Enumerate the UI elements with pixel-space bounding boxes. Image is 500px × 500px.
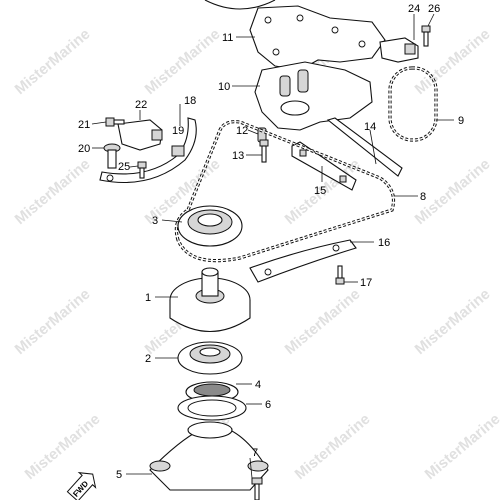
housing-flange: [149, 460, 171, 472]
callout-labels: 1 2 3 4 5 6 7 8 9 10 11 12 13 14 15 16 1…: [78, 3, 464, 481]
tensioner-block-24-tab: [404, 43, 416, 55]
drive-gear-1-teeth-face: [169, 300, 251, 333]
callout-20: 20: [78, 143, 90, 155]
fwd-arrow-icon: FWD: [66, 472, 97, 500]
callout-26: 26: [428, 3, 440, 15]
pump-boss: [297, 69, 309, 93]
chain-tensioner-22: [117, 119, 163, 151]
leader-14: [369, 129, 377, 165]
bolt-17-shank: [337, 265, 343, 279]
leader-7: [249, 457, 253, 479]
leader-26: [427, 13, 435, 27]
seal-4-lip: [193, 383, 231, 397]
callout-1: 1: [145, 292, 151, 304]
bolt-26-head: [421, 25, 431, 33]
callout-14: 14: [364, 121, 376, 133]
callout-17: 17: [360, 277, 372, 289]
guide-16-hole: [264, 268, 272, 276]
gasket-hole: [296, 14, 304, 22]
gasket-ring-6-inner: [187, 399, 237, 417]
tensioner-shoe-18: [99, 117, 197, 183]
timing-chain-8-link-highlight: [175, 121, 395, 262]
watermark-text: MisterMarine: [12, 26, 94, 99]
leader-12: [247, 129, 259, 135]
top-gear-partial: [204, 0, 276, 10]
gasket-hole: [331, 26, 339, 34]
bolt-13-head: [259, 139, 269, 147]
chain-guide-16: [249, 239, 357, 283]
gasket-plate-11: [249, 5, 386, 71]
leader-lines: [91, 13, 454, 479]
bolt-25-head: [137, 161, 147, 169]
bolt-7-shank: [254, 483, 260, 500]
bolt-25-shank: [139, 167, 145, 179]
callout-8: 8: [420, 191, 426, 203]
drive-gear-1-shaft-top: [201, 267, 219, 277]
guide-15-clip: [299, 149, 307, 157]
callout-13: 13: [232, 150, 244, 162]
callout-25: 25: [118, 161, 130, 173]
callout-11: 11: [222, 32, 233, 44]
bolt-21-shank: [113, 119, 125, 125]
bolt-7-head: [251, 477, 263, 485]
callout-16: 16: [378, 237, 390, 249]
housing-flange: [247, 460, 269, 472]
bolt-26-shank: [423, 31, 429, 47]
callout-19: 19: [172, 125, 184, 137]
callout-6: 6: [265, 399, 271, 411]
watermark-text: MisterMarine: [292, 411, 374, 484]
oil-pump-housing-10: [254, 61, 373, 131]
callout-2: 2: [145, 353, 151, 365]
watermark-text: MisterMarine: [422, 411, 500, 484]
callout-3: 3: [152, 215, 158, 227]
guide-16-hole: [332, 244, 340, 252]
watermark-text: MisterMarine: [412, 286, 494, 359]
pump-boss: [279, 75, 291, 97]
chain-9-link-highlight: [389, 67, 437, 141]
watermark-text: MisterMarine: [142, 26, 224, 99]
bearing-2-bore: [199, 347, 221, 357]
watermark-text: MisterMarine: [12, 156, 94, 229]
guide-15-clip: [339, 175, 347, 183]
shoe-tab-19: [171, 145, 185, 157]
bolt-17-head: [335, 277, 345, 285]
lower-housing-5-top: [187, 421, 233, 439]
bearing-3-bore: [197, 213, 223, 227]
watermark-text: MisterMarine: [12, 286, 94, 359]
callout-4: 4: [255, 379, 261, 391]
callout-22: 22: [135, 99, 147, 111]
gasket-hole: [358, 40, 366, 48]
leader-3: [161, 219, 183, 223]
gasket-hole: [264, 16, 272, 24]
leader-25: [129, 165, 139, 168]
callout-7: 7: [252, 447, 258, 459]
callout-9: 9: [458, 115, 464, 127]
callout-10: 10: [218, 81, 230, 93]
leader-21: [91, 121, 107, 125]
watermark-text: MisterMarine: [282, 286, 364, 359]
callout-21: 21: [78, 119, 90, 131]
watermark-text: MisterMarine: [22, 411, 104, 484]
shoe-pivot-hole: [106, 174, 114, 182]
bolt-20-shank: [107, 149, 117, 169]
gasket-hole: [272, 48, 280, 56]
bolt-13-shank: [261, 145, 267, 163]
callout-12: 12: [236, 125, 248, 137]
pump-rotor: [280, 100, 310, 116]
bolt-21-head: [105, 117, 115, 127]
callout-24: 24: [408, 3, 420, 15]
callout-5: 5: [116, 469, 122, 481]
tensioner-plunger: [151, 129, 163, 141]
callout-15: 15: [314, 185, 326, 197]
callout-18: 18: [184, 95, 196, 107]
